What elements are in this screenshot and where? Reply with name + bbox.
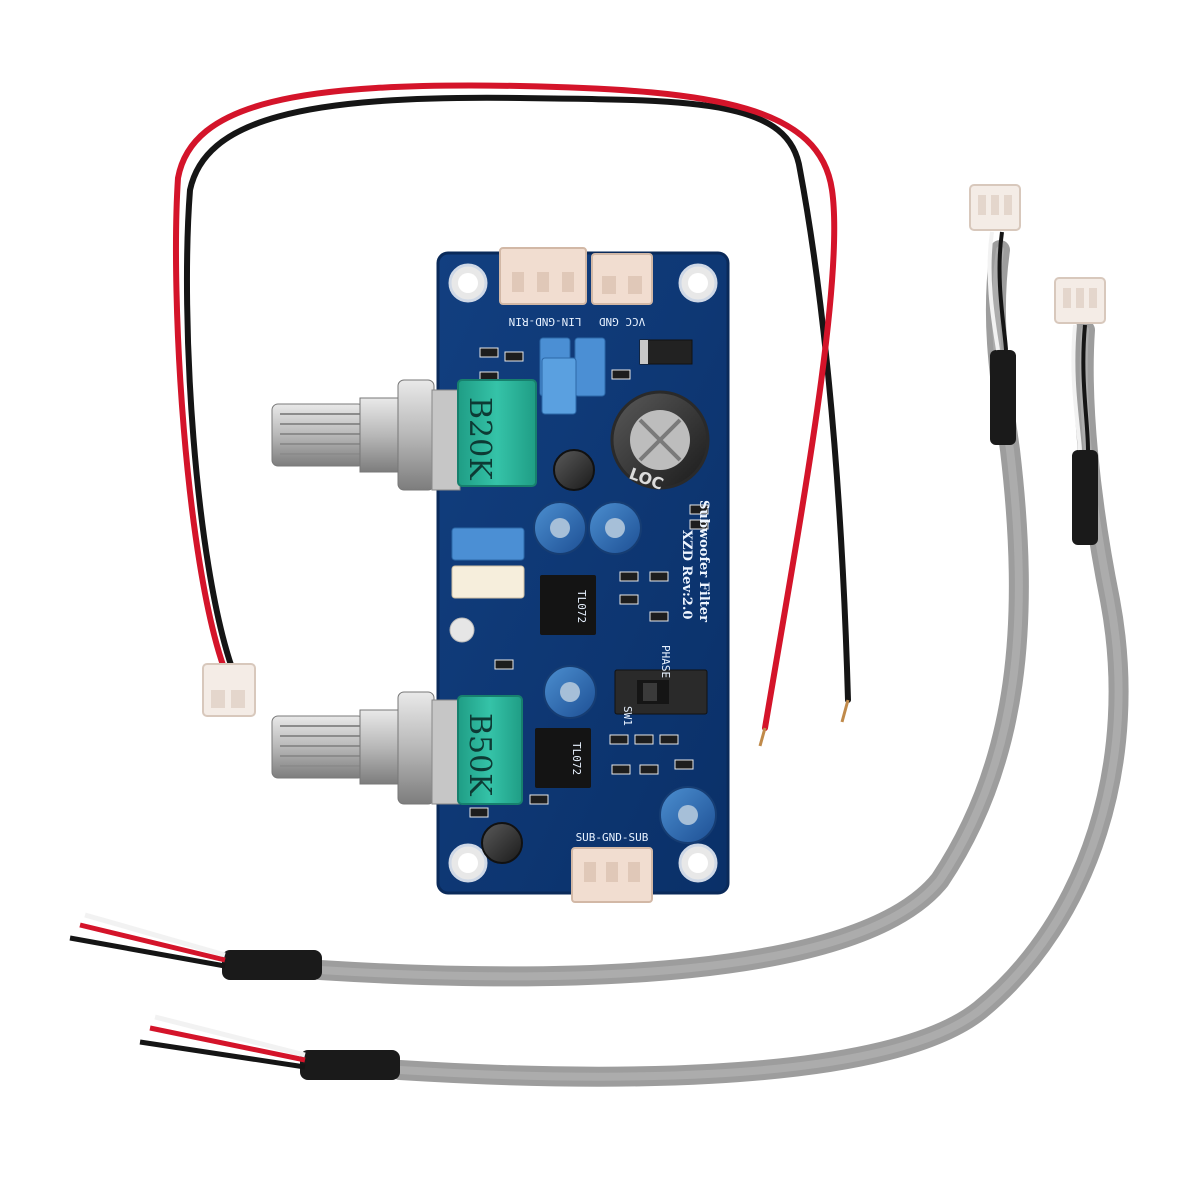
signal-cable-1 [69, 184, 1029, 987]
pot-1-label: B20K [462, 397, 497, 480]
input-connector [499, 247, 587, 305]
power-connector-label: VCC GND [599, 315, 645, 328]
main-capacitor: LOC [610, 390, 710, 494]
phase-switch[interactable] [614, 669, 708, 715]
smd-components [469, 347, 709, 818]
output-connector-label: SUB-GND-SUB [576, 831, 649, 844]
potentiometer-2[interactable]: B50K [271, 691, 523, 805]
ic-u3: TL072 [540, 575, 596, 635]
phase-label: PHASE [659, 645, 672, 678]
signal-cable-2 [139, 277, 1129, 1087]
switch-ref: SW1 [621, 706, 634, 726]
power-jst-plug [202, 663, 256, 717]
board-title: Subwoofer Filter [696, 500, 711, 622]
pot-2-label: B50K [462, 713, 497, 796]
board-revision: XZD Rev:2.0 [679, 530, 694, 619]
output-connector [571, 847, 653, 903]
signal-jst-plug-2 [1054, 277, 1106, 324]
ic-u3-marking: TL072 [575, 590, 588, 623]
power-cable [172, 82, 851, 747]
power-connector [591, 253, 653, 305]
input-connector-label: LIN-GND-RIN [509, 315, 582, 328]
ic-u1: TL072 [535, 728, 591, 788]
ic-u1-marking: TL072 [570, 742, 583, 775]
potentiometer-1[interactable]: B20K [271, 379, 537, 491]
signal-jst-plug-1 [969, 184, 1021, 231]
mounting-holes [448, 263, 718, 883]
